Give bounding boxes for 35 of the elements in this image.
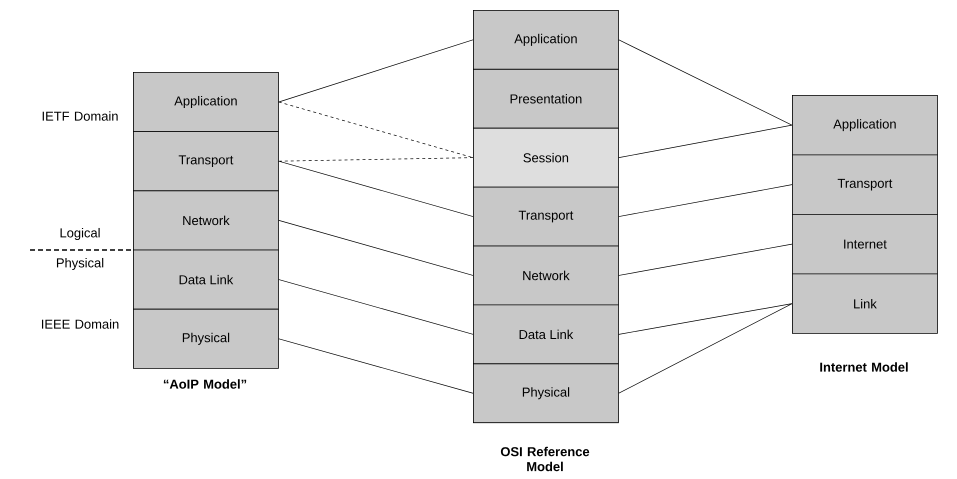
- layer-box: Link: [792, 274, 938, 334]
- layer-box: Application: [473, 10, 619, 70]
- connector-line: [278, 338, 474, 394]
- connector-line: [618, 40, 792, 126]
- model-caption: Internet Model: [820, 362, 908, 372]
- layer-box: Network: [473, 246, 619, 306]
- layer-box: Presentation: [473, 68, 619, 129]
- layer-box: Physical: [133, 308, 279, 369]
- connector-line: [278, 102, 474, 158]
- connector-line: [278, 157, 474, 162]
- layer-box: Transport: [473, 186, 619, 246]
- layer-box: Data Link: [473, 304, 619, 364]
- connector-line: [618, 303, 792, 335]
- side-label: Logical: [60, 228, 100, 240]
- layer-box: Application: [133, 72, 279, 132]
- connector-line: [278, 279, 474, 335]
- connector-line: [618, 124, 792, 158]
- side-label: Physical: [56, 258, 104, 270]
- connector-line: [278, 220, 474, 276]
- layer-box: Transport: [133, 131, 279, 192]
- side-label: IEEE Domain: [42, 319, 118, 329]
- connector-line: [618, 303, 792, 394]
- connector-line: [618, 244, 792, 276]
- layer-box: Internet: [792, 214, 938, 274]
- connector-line: [278, 40, 474, 102]
- layer-box: Network: [133, 190, 279, 250]
- layer-box: Physical: [473, 363, 619, 424]
- side-label: IETF Domain: [42, 111, 118, 121]
- layer-box: Transport: [792, 154, 938, 215]
- layer-box: Application: [792, 95, 938, 156]
- layer-box: Data Link: [133, 250, 279, 310]
- layer-box: Session: [473, 128, 619, 188]
- model-caption: OSI Reference Model: [500, 446, 590, 472]
- connector-line: [618, 184, 792, 217]
- connector-line: [278, 160, 474, 217]
